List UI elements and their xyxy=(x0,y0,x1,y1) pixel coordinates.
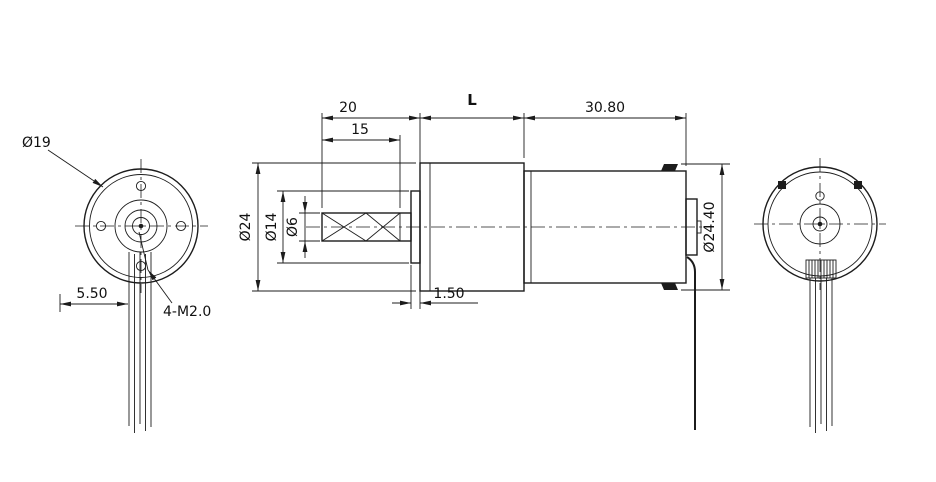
front-center-dot xyxy=(138,223,144,229)
dim-label-boss-thickness: 1.50 xyxy=(433,286,464,302)
rear-rim-circle xyxy=(767,171,873,277)
rear-outer-circle xyxy=(762,166,878,282)
rear-bearing-boss xyxy=(799,203,841,245)
rear-tab-top-left xyxy=(778,181,786,189)
rear-shaft-end xyxy=(812,216,828,232)
front-shaft-circle xyxy=(132,217,150,235)
dim-label-motor-length: 30.80 xyxy=(585,100,625,116)
rear-center-dot xyxy=(817,221,823,227)
rear-index-hole xyxy=(815,191,825,201)
rear-view xyxy=(754,158,886,433)
dim-label-shaft-flat: 15 xyxy=(351,122,369,138)
front-wire-bundle xyxy=(128,252,152,433)
rear-tab-top-right xyxy=(854,181,862,189)
motor-tab-bottom xyxy=(661,283,678,290)
motor-tab-top xyxy=(661,164,678,171)
front-pilot-circle xyxy=(114,199,168,253)
dim-label-motor-dia: Ø24.40 xyxy=(702,201,718,252)
mounting-hole-left xyxy=(95,220,107,232)
mounting-hole-top xyxy=(135,180,147,192)
dim-label-front-diameter: Ø19 xyxy=(22,135,51,151)
dim-label-gearbox-length: L xyxy=(467,91,477,109)
end-cap-stub xyxy=(696,220,702,234)
dim-label-wire-offset: 5.50 xyxy=(76,286,107,302)
side-dimensions: 20 15 L 30.80 Ø24 Ø14 Ø6 1.50 xyxy=(238,91,730,309)
side-view xyxy=(306,162,714,430)
mount-holes-leader-tail xyxy=(138,231,149,271)
mount-holes-leader xyxy=(147,269,173,304)
shaft-knurl-hatch xyxy=(321,212,401,242)
rear-wire-bundle xyxy=(809,278,833,433)
front-outer-circle xyxy=(83,168,199,284)
dim-label-shaft-total: 20 xyxy=(339,100,357,116)
mounting-hole-right xyxy=(175,220,187,232)
front-dia-leader xyxy=(47,149,104,188)
front-chamfer-circle xyxy=(89,174,193,278)
dim-label-mount-holes: 4-M2.0 xyxy=(163,304,211,320)
front-view: Ø19 5.50 4-M2.0 xyxy=(22,135,211,433)
dim-label-shaft-dia: Ø6 xyxy=(285,217,301,237)
dim-label-gearbox-dia: Ø24 xyxy=(238,212,254,241)
dim-label-boss-dia: Ø14 xyxy=(264,212,280,241)
motor-lead-wire xyxy=(686,256,696,430)
